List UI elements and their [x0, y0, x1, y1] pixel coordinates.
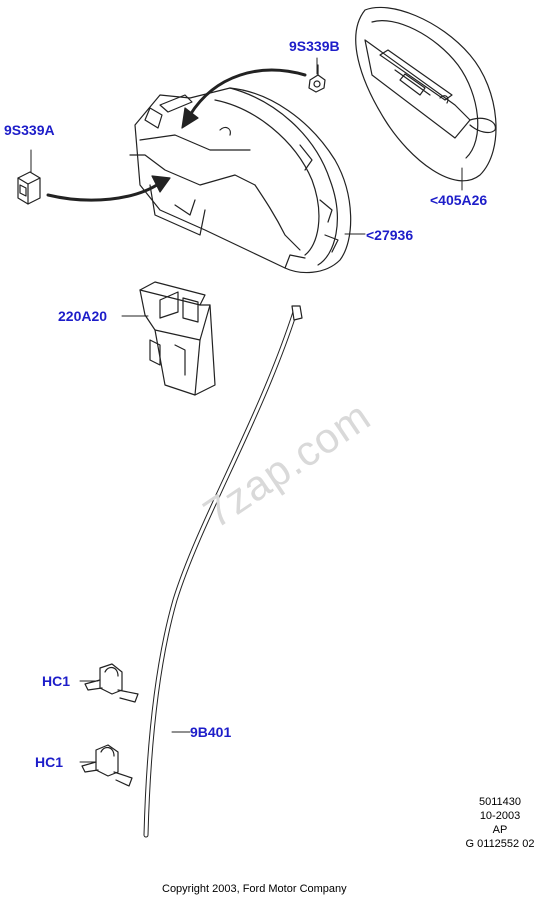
copyright-notice: Copyright 2003, Ford Motor Company — [162, 883, 347, 895]
drawing-code: AP — [492, 824, 508, 836]
drawing-info: 5011430 10-2003 AP G 0112552 02 — [460, 795, 540, 851]
assembly-arrows — [46, 68, 307, 202]
fuel-filler-door[interactable] — [355, 6, 497, 182]
clip-9S339B[interactable] — [308, 64, 326, 93]
drawing-number: 5011430 — [478, 796, 521, 808]
leader-lines — [30, 57, 463, 763]
callout-HC1-lower[interactable]: HC1 — [35, 754, 64, 770]
callout-9S339B[interactable]: 9S339B — [289, 38, 340, 54]
drain-tube-9B401[interactable] — [143, 305, 303, 838]
callout-HC1-upper[interactable]: HC1 — [42, 673, 71, 689]
callout-9S339A[interactable]: 9S339A — [4, 122, 55, 138]
callout-9B401[interactable]: 9B401 — [190, 724, 232, 740]
clip-HC1-upper[interactable] — [84, 663, 139, 703]
clip-9S339A[interactable] — [17, 171, 41, 205]
clip-HC1-lower[interactable] — [81, 744, 133, 787]
callout-220A20[interactable]: 220A20 — [58, 308, 108, 324]
callout-405A26[interactable]: <405A26 — [430, 192, 488, 208]
drawing-date: 10-2003 — [479, 810, 521, 822]
drawing-reference: G 0112552 02 — [465, 838, 535, 850]
callout-27936[interactable]: <27936 — [366, 227, 414, 243]
fuel-filler-housing[interactable] — [129, 87, 352, 274]
bracket-220A20[interactable] — [139, 281, 216, 396]
